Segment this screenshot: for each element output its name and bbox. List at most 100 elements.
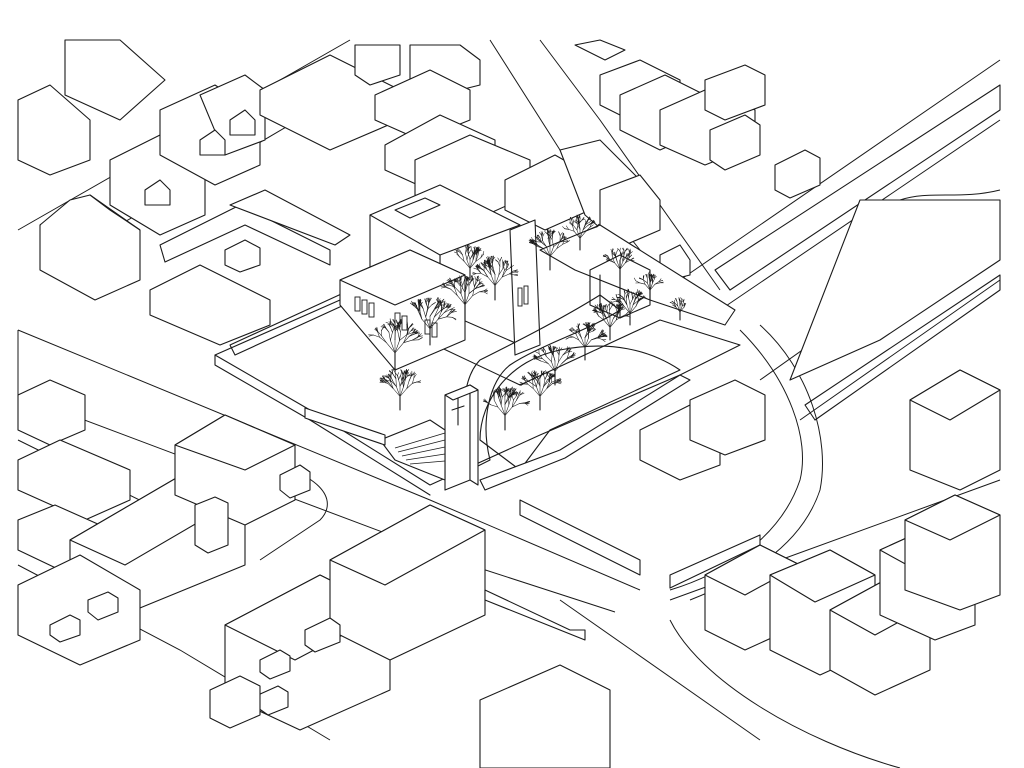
tree-branch [453, 280, 458, 283]
tree-branch [513, 269, 518, 272]
tree-branch [604, 307, 608, 313]
tree-branch [489, 266, 492, 276]
tree-branch [619, 262, 626, 270]
tree-branch [587, 217, 590, 221]
tree-branch [604, 254, 609, 257]
tree-branch [464, 295, 473, 305]
tree-branch [680, 297, 682, 302]
tree-branch [458, 248, 461, 252]
tree-branch [456, 248, 460, 252]
tree-branch [435, 298, 439, 303]
tree-branch [379, 336, 387, 343]
tree-branch [538, 234, 541, 238]
tree-branch [596, 224, 601, 228]
tree-branch [629, 304, 634, 314]
tree [565, 322, 608, 361]
bl-dormer-1 [49, 614, 81, 643]
tree-branch [616, 261, 621, 270]
tree-branch [429, 316, 435, 330]
tree-branch [671, 301, 675, 303]
tree-branch [495, 389, 499, 393]
tree-branch [546, 229, 550, 234]
tree-branch [527, 383, 534, 389]
tree-branch [523, 375, 527, 379]
bell-tower-top [444, 384, 479, 401]
tree-branch [680, 301, 683, 307]
tree-branch [541, 241, 547, 247]
bottom-center-street [559, 599, 761, 741]
tree-branch [443, 307, 449, 313]
tree-branch [531, 237, 534, 242]
tree-branch [484, 291, 488, 295]
tree-branch [590, 327, 595, 329]
tree-branch [631, 291, 634, 296]
tree-branch [559, 347, 563, 351]
platform-edge [214, 354, 431, 496]
tree [669, 297, 687, 321]
tree-branch [398, 379, 401, 387]
tree-branch [497, 406, 506, 416]
tree-branch [393, 319, 396, 324]
tree-branch [609, 319, 617, 328]
tree-branch [569, 221, 574, 226]
tree-branch [425, 316, 431, 330]
tree-branch [578, 327, 580, 333]
tree-branch [468, 244, 470, 249]
tree-branch [536, 372, 539, 377]
tree-branch [567, 352, 569, 359]
tr-block-6 [774, 149, 821, 199]
tree-branch [636, 289, 638, 294]
tree-branch [558, 354, 564, 362]
tree-branch [421, 318, 431, 330]
tree-branch [549, 373, 553, 378]
tree-branch [616, 316, 623, 321]
tree-branch [576, 216, 579, 220]
upper-right-street-a [679, 59, 1001, 281]
bl-shed [209, 675, 261, 729]
tree-branch [403, 373, 406, 380]
tree-branch [623, 293, 626, 299]
tree-branch [568, 349, 571, 354]
tree-branch [486, 265, 492, 269]
low-building-1 [149, 264, 271, 346]
tree-branch [488, 263, 494, 268]
tree-branch [442, 283, 446, 288]
tree-branch [568, 335, 574, 338]
tree-branch [477, 246, 479, 251]
tree-branch [604, 304, 607, 309]
tree-branch [381, 327, 384, 331]
tree-branch [444, 286, 452, 290]
tree-branch [538, 238, 542, 243]
top-diagonal-street-b [539, 39, 721, 291]
tree-branch [427, 304, 433, 309]
tree-branch [487, 259, 490, 264]
tree-branch [635, 292, 638, 296]
tree-branch [403, 370, 407, 374]
tree-branch [599, 303, 601, 309]
bell-tower-side [469, 384, 479, 486]
tree-branch [588, 322, 591, 327]
tree-branch [484, 398, 488, 402]
tree-branch [455, 250, 460, 252]
tree-branch [415, 302, 417, 307]
tree-branch [625, 254, 629, 258]
tree-branch [524, 379, 531, 383]
tree-branch [442, 283, 446, 287]
tree-branch [386, 374, 390, 378]
tree-branch [467, 280, 472, 286]
tree-branch [549, 373, 551, 378]
tree-branch [414, 330, 418, 335]
tree-branch [674, 302, 677, 308]
tree-branch [448, 282, 453, 285]
tree-branch [392, 388, 401, 397]
tree-branch [380, 326, 386, 328]
tree-branch [597, 337, 603, 340]
tree-branch [491, 259, 493, 264]
tree-branch [551, 361, 556, 372]
tree-branch [493, 390, 499, 393]
tree-branch [483, 264, 487, 270]
tree-branch [536, 379, 541, 387]
tree-branch [539, 232, 542, 236]
tree-branch [546, 382, 552, 389]
tree-branch [625, 311, 629, 315]
